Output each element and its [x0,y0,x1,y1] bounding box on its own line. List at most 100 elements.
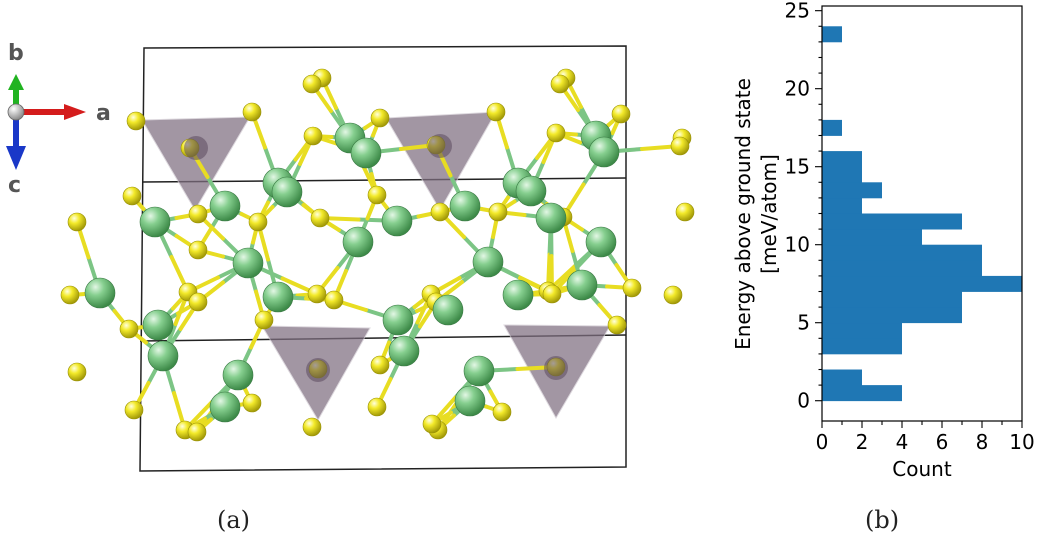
x-axis-label: Count [892,457,952,481]
cation-atom [449,190,481,222]
b-axis-label: b [8,41,24,66]
anion-atom [611,104,631,124]
anion-atom [188,240,208,260]
x-tick-label: 0 [816,430,829,454]
y-tick-label: 20 [785,77,810,101]
x-tick-label: 4 [896,430,909,454]
tetrahedron-center-atom [306,358,330,382]
histogram-bar [822,213,962,230]
anion-atom [546,123,566,143]
cation-atom [388,335,420,367]
histogram-bar [822,119,842,136]
x-tick-label: 10 [1009,430,1034,454]
cation-atom [209,391,241,423]
cation-atom [566,269,598,301]
anion-atom [622,278,642,298]
cation-atom [585,226,617,258]
cation-atom [535,202,567,234]
anion-atom [550,74,570,94]
tetrahedron-center-atom [428,134,452,158]
anion-atom [324,290,344,310]
cation-atom [454,385,486,417]
anion-atom [430,202,450,222]
cation-atom [209,190,241,222]
histogram-bar [822,260,982,277]
anion-atom [302,74,322,94]
histogram-bar [822,275,1022,292]
anion-atom [124,400,144,420]
x-tick-label: 8 [976,430,989,454]
x-tick-label: 2 [856,430,869,454]
anion-atom [242,102,262,122]
anion-atom [488,202,508,222]
anion-atom [367,185,387,205]
histogram-bar [822,307,962,324]
anion-atom [542,284,562,304]
histogram-bar [822,229,922,246]
anion-atom [422,414,442,434]
histogram-bar [822,151,862,168]
y-axis-label: Energy above ground state [meV/atom] [731,78,781,350]
cation-atom [472,246,504,278]
cation-atom [588,136,620,168]
cation-atom [262,281,294,313]
cation-atom [84,277,116,309]
cation-atom [463,355,495,387]
anion-atom [187,422,207,442]
histogram-bar [822,385,902,402]
anion-atom [367,397,387,417]
anion-atom [67,362,87,382]
histogram-bar [822,166,862,183]
anion-atom [307,284,327,304]
y-axis-label-line-2: [meV/atom] [757,154,781,274]
histogram-bar [822,369,862,386]
anion-atom [302,417,322,437]
histogram-bar [822,182,882,199]
y-tick-label: 0 [797,389,810,413]
a-axis-label: a [96,101,111,126]
crystal-structure-image: b a c [6,41,695,472]
anion-atom [670,136,690,156]
anion-atom [303,126,323,146]
cation-atom [382,304,414,336]
tetrahedron-center-atom [184,136,208,160]
caption-a: (a) [217,506,251,534]
anion-atom [370,355,390,375]
anion-atom [119,319,139,339]
cation-atom [432,294,464,326]
anion-atom [188,292,208,312]
anion-atom [67,212,87,232]
cation-atom [142,309,174,341]
cation-atom [222,359,254,391]
anion-atom [248,212,268,232]
cation-atom [139,206,171,238]
b-axis-arrow-icon [8,74,24,90]
anion-atom [607,315,627,335]
histogram-bar [822,26,842,43]
tetrahedron-center-atom [544,356,568,380]
cation-atom [271,176,303,208]
y-tick-label: 25 [785,0,810,23]
cation-atom [232,247,264,279]
histogram-bar [822,197,862,214]
cation-atom [342,226,374,258]
cation-atom [147,340,179,372]
atoms [60,68,695,442]
anion-atom [310,208,330,228]
c-axis-label: c [8,173,21,198]
y-tick-label: 5 [797,311,810,335]
anion-atom [254,310,274,330]
histogram-bar [822,244,982,261]
histogram-bar [822,322,902,339]
anion-atom [188,204,208,224]
anion-atom [126,111,146,131]
anion-atom [60,285,80,305]
anion-atom [486,102,506,122]
cation-atom [381,205,413,237]
cation-atom [502,279,534,311]
y-tick-label: 10 [785,233,810,257]
